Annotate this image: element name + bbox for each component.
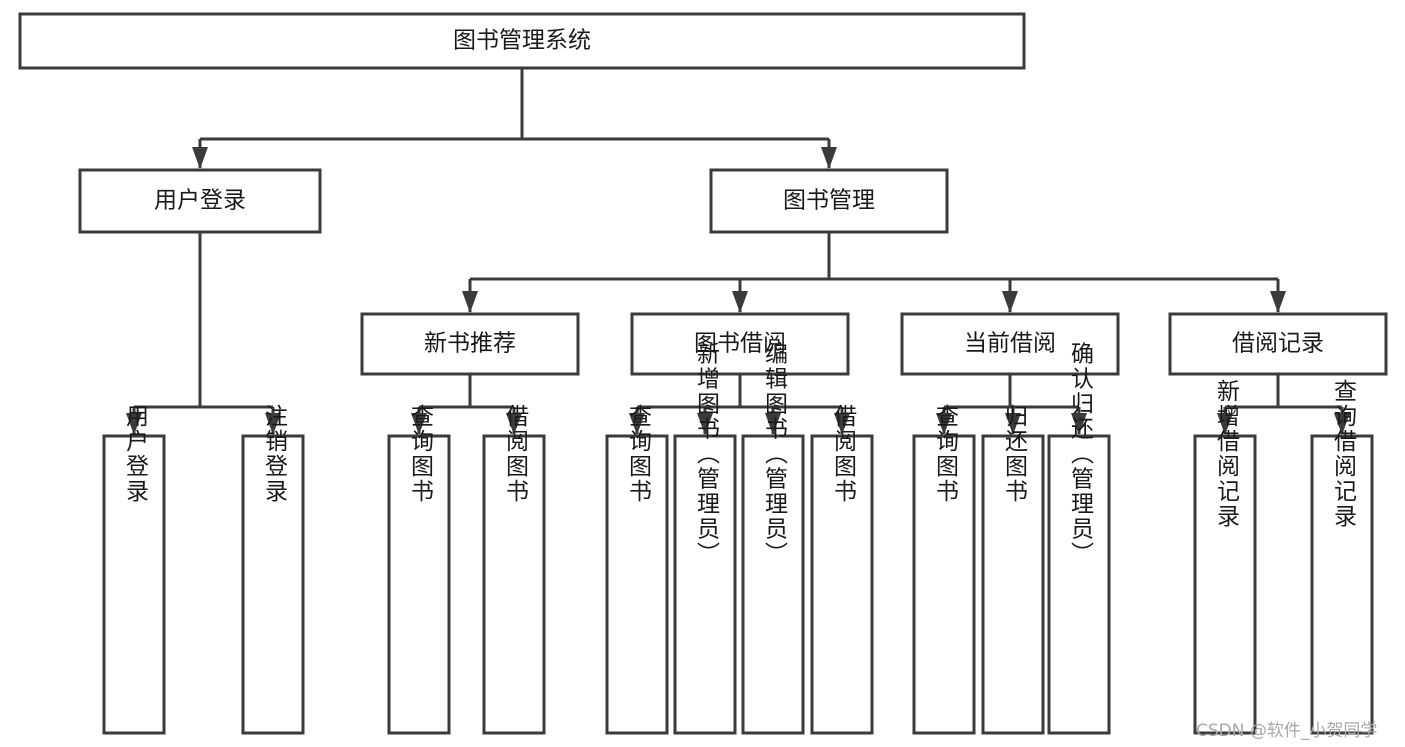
node-level3-4[interactable]: 查询图书	[605, 404, 669, 735]
node-level2-3[interactable]: 借阅记录	[1168, 312, 1388, 376]
node-level3-8[interactable]: 查询图书	[912, 404, 976, 735]
node-level2-2[interactable]: 当前借阅	[900, 312, 1120, 376]
node-level2-1[interactable]: 图书借阅	[630, 312, 850, 376]
node-label: 注销登录	[261, 404, 289, 504]
node-level3-2[interactable]: 查询图书	[387, 404, 451, 735]
node-label: 借阅记录	[1232, 331, 1324, 357]
node-root-0[interactable]: 图书管理系统	[18, 12, 1026, 70]
node-label: 新书推荐	[424, 331, 516, 357]
node-level2-0[interactable]: 新书推荐	[360, 312, 580, 376]
node-box[interactable]	[1193, 434, 1257, 735]
node-box[interactable]	[241, 434, 305, 735]
node-box[interactable]	[1047, 434, 1111, 735]
node-box[interactable]	[709, 168, 949, 234]
node-label: 查询图书	[407, 404, 435, 504]
node-box[interactable]	[482, 434, 546, 735]
node-box[interactable]	[360, 312, 580, 376]
node-label: 新增借阅记录	[1213, 379, 1241, 529]
node-label: 归还图书	[1001, 404, 1029, 504]
node-box[interactable]	[102, 434, 166, 735]
node-label: 用户登录	[122, 404, 150, 504]
node-box[interactable]	[810, 434, 874, 735]
node-box[interactable]	[630, 312, 850, 376]
node-box[interactable]	[1168, 312, 1388, 376]
node-label: 查询借阅记录	[1330, 379, 1358, 529]
node-level3-11[interactable]: 新增借阅记录	[1193, 379, 1257, 735]
node-box[interactable]	[741, 434, 805, 735]
node-level3-6[interactable]: 编辑图书（管理员）	[741, 342, 805, 735]
node-box[interactable]	[78, 168, 322, 234]
node-level3-7[interactable]: 借阅图书	[810, 404, 874, 735]
node-label: 编辑图书（管理员）	[761, 342, 789, 567]
node-label: 确认归还（管理员）	[1067, 342, 1095, 567]
node-box[interactable]	[900, 312, 1120, 376]
node-box[interactable]	[673, 434, 737, 735]
node-level1-0[interactable]: 用户登录	[78, 168, 322, 234]
node-box[interactable]	[912, 434, 976, 735]
node-label: 借阅图书	[830, 404, 858, 504]
node-label: 查询图书	[932, 404, 960, 504]
node-box[interactable]	[18, 12, 1026, 70]
node-level1-1[interactable]: 图书管理	[709, 168, 949, 234]
node-level3-5[interactable]: 新增图书（管理员）	[673, 342, 737, 735]
node-level3-0[interactable]: 用户登录	[102, 404, 166, 735]
connector-layer	[126, 68, 1350, 435]
node-level3-1[interactable]: 注销登录	[241, 404, 305, 735]
node-level3-10[interactable]: 确认归还（管理员）	[1047, 342, 1111, 735]
node-box[interactable]	[981, 434, 1045, 735]
node-label: 图书管理	[783, 188, 875, 214]
node-level3-12[interactable]: 查询借阅记录	[1310, 379, 1374, 735]
node-level3-3[interactable]: 借阅图书	[482, 404, 546, 735]
node-label: 图书管理系统	[453, 28, 591, 54]
node-box[interactable]	[1310, 434, 1374, 735]
node-label: 用户登录	[154, 188, 246, 214]
node-label: 当前借阅	[964, 331, 1056, 357]
node-layer: 图书管理系统用户登录图书管理新书推荐图书借阅当前借阅借阅记录用户登录注销登录查询…	[18, 12, 1388, 735]
node-label: 新增图书（管理员）	[693, 342, 721, 567]
node-label: 图书借阅	[694, 331, 786, 357]
node-level3-9[interactable]: 归还图书	[981, 404, 1045, 735]
node-box[interactable]	[605, 434, 669, 735]
node-box[interactable]	[387, 434, 451, 735]
node-label: 查询图书	[625, 404, 653, 504]
node-label: 借阅图书	[502, 404, 530, 504]
